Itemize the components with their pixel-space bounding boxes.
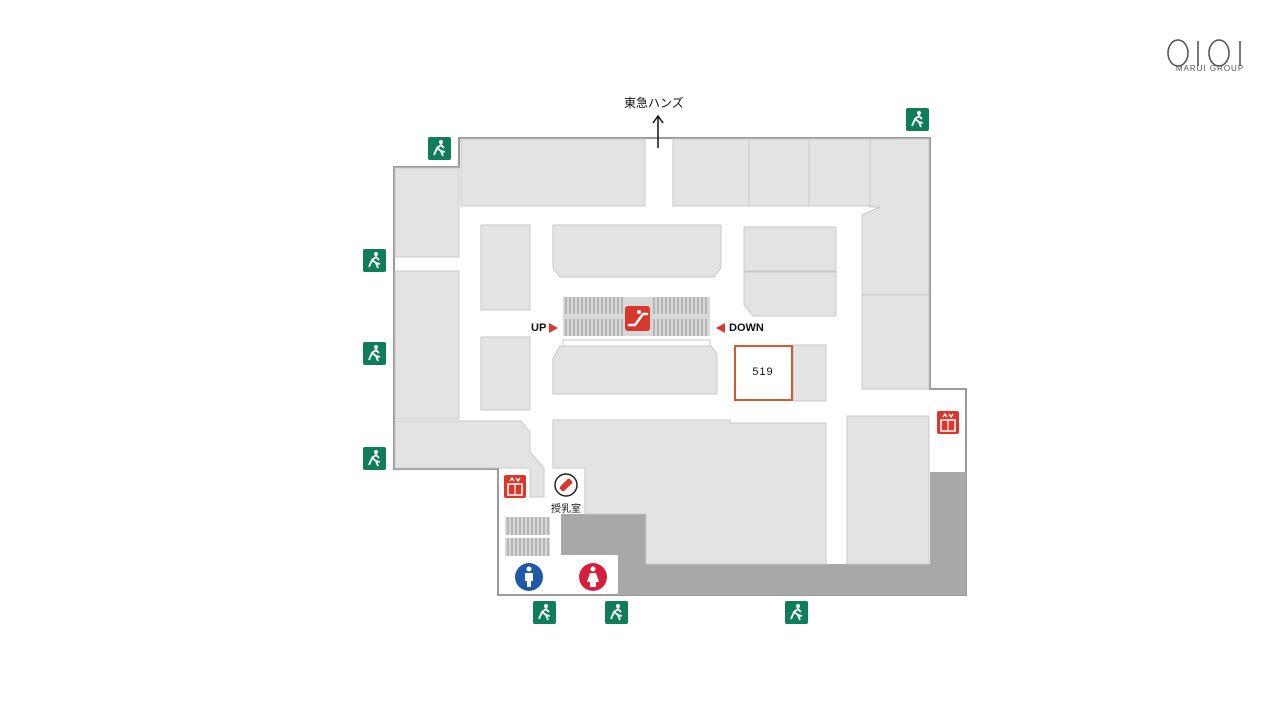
down-arrow-icon	[716, 323, 725, 333]
store-top-2[interactable]	[748, 138, 810, 207]
store-blocks	[394, 138, 930, 565]
store-beside-519[interactable]	[792, 344, 827, 402]
escalator-up-label: UP	[531, 322, 547, 334]
store-right-inner-top[interactable]	[743, 226, 837, 272]
store-top-right[interactable]	[861, 138, 930, 296]
marui-logo	[1167, 39, 1241, 67]
store-519-label[interactable]: 519	[752, 366, 774, 378]
up-arrow-icon	[549, 323, 558, 333]
emergency-exit-icon	[428, 137, 451, 160]
store-left-bottom[interactable]	[394, 420, 545, 498]
marui-logo-text: MARUI GROUP	[1175, 64, 1245, 73]
emergency-exits	[363, 108, 929, 624]
store-left-top[interactable]	[394, 167, 460, 258]
emergency-exit-icon	[906, 108, 929, 131]
escalator-icon	[625, 306, 650, 331]
store-center-top[interactable]	[552, 224, 722, 278]
store-right-inner-bottom[interactable]	[743, 271, 837, 317]
store-large-bottom[interactable]	[552, 419, 827, 565]
store-top-left[interactable]	[460, 138, 646, 207]
emergency-exit-icon	[363, 342, 386, 365]
store-bottom-right[interactable]	[846, 415, 930, 565]
destination-label: 東急ハンズ	[624, 96, 684, 110]
store-top-3[interactable]	[808, 138, 871, 207]
arrow-up-icon	[652, 114, 664, 148]
womens-restroom-icon	[579, 563, 607, 591]
elevator-icon	[937, 411, 959, 434]
mens-restroom-icon	[515, 563, 543, 591]
store-left-mid[interactable]	[394, 270, 460, 420]
store-top-1[interactable]	[672, 138, 750, 207]
store-right-mid[interactable]	[861, 294, 930, 390]
nursing-room-icon	[554, 473, 578, 497]
emergency-exit-icon	[533, 601, 556, 624]
store-inner-left-top[interactable]	[480, 224, 531, 311]
emergency-exit-icon	[605, 601, 628, 624]
escalator-down-label: DOWN	[729, 322, 764, 334]
nursing-room-label: 授乳室	[551, 504, 581, 515]
emergency-exit-icon	[363, 249, 386, 272]
store-center-bottom[interactable]	[552, 345, 718, 395]
elevator-icon	[504, 475, 526, 498]
stairs	[505, 517, 550, 556]
emergency-exit-icon	[363, 447, 386, 470]
store-inner-left-bottom[interactable]	[480, 336, 531, 411]
emergency-exit-icon	[785, 601, 808, 624]
store-519[interactable]	[734, 345, 793, 401]
